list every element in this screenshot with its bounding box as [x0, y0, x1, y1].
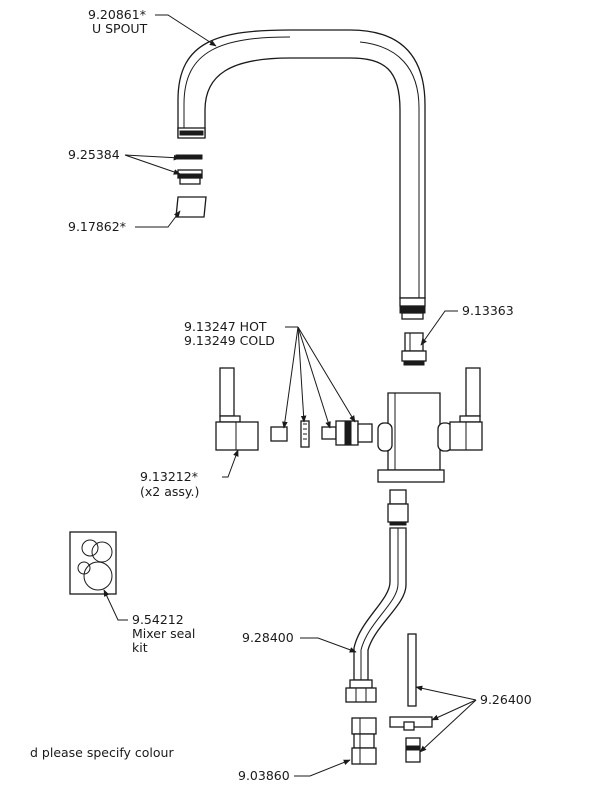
adaptor	[351, 717, 377, 765]
footnote: d please specify colour	[30, 745, 174, 760]
label-adaptor: 9.03860	[238, 768, 290, 783]
label-spout-code: 9.20861*	[88, 7, 146, 22]
label-aerator: 9.25384	[68, 147, 120, 162]
label-hose: 9.28400	[242, 630, 294, 645]
u-spout	[177, 29, 426, 320]
label-seal-kit-name2: kit	[132, 640, 148, 655]
hose	[345, 489, 409, 703]
label-aerator-housing: 9.17862*	[68, 219, 126, 234]
left-handle	[215, 367, 259, 451]
label-fixing-kit: 9.26400	[480, 692, 532, 707]
label-spout-name: U SPOUT	[92, 21, 148, 36]
part-labels: 9.20861* U SPOUT 9.25384 9.17862* 9.1336…	[30, 7, 532, 783]
label-handle-qty: (x2 assy.)	[140, 484, 199, 499]
seal-kit	[69, 531, 117, 595]
fixing-kit	[389, 633, 433, 763]
connector	[401, 332, 427, 366]
mixer-body	[377, 392, 453, 483]
cartridge-parts	[270, 420, 373, 448]
aerator-housing	[175, 196, 207, 218]
aerator-parts	[175, 154, 203, 185]
label-seal-kit-name1: Mixer seal	[132, 626, 195, 641]
label-handle-code: 9.13212*	[140, 469, 198, 484]
label-cartridge-hot: 9.13247 HOT	[184, 319, 267, 334]
label-seal-kit-code: 9.54212	[132, 612, 184, 627]
label-connector: 9.13363	[462, 303, 514, 318]
label-cartridge-cold: 9.13249 COLD	[184, 333, 275, 348]
right-handle	[449, 367, 483, 451]
leader-lines	[103, 14, 477, 777]
